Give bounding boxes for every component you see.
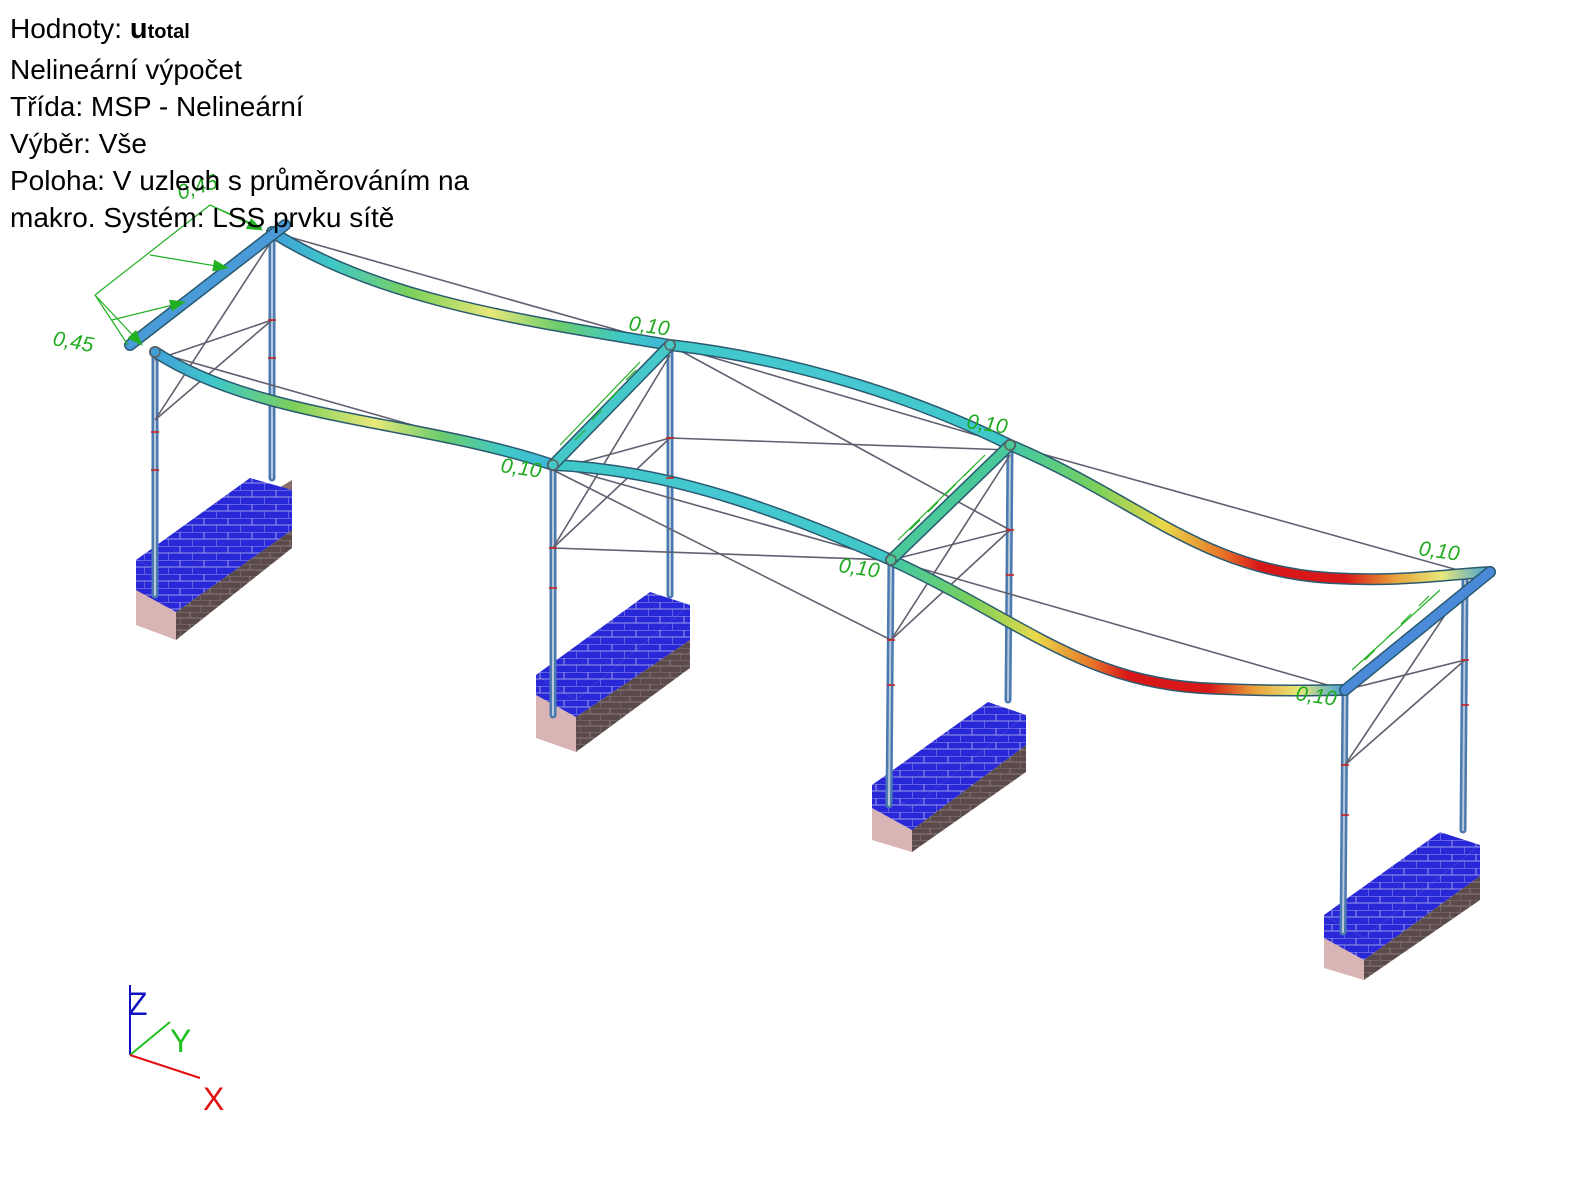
load-values: 0,45 0,45 0,10 0,10 0,10 0,10 0,10 0,10 (51, 170, 1461, 711)
load-label: 0,45 (51, 327, 96, 357)
footing-3 (872, 702, 1026, 852)
axis-z-label: Z (128, 986, 148, 1022)
load-diagrams (94, 204, 1441, 671)
values-line: Hodnoty: utotal (10, 10, 469, 51)
bracing (154, 231, 1466, 766)
load-label: 0,10 (499, 454, 543, 483)
deformed-beams (124, 219, 1496, 697)
location-line: Poloha: V uzlech s průměrováním na (10, 165, 470, 196)
axis-x-label: X (203, 1081, 224, 1117)
load-label: 0,10 (1294, 682, 1338, 711)
footing-4 (1324, 832, 1480, 980)
load-label: 0,10 (1417, 537, 1461, 566)
values-symbol: u (129, 13, 148, 45)
footing-2 (536, 592, 690, 752)
system-line: makro. Systém: LSS prvku sítě (10, 202, 395, 233)
columns (151, 228, 1469, 936)
load-label: 0,10 (965, 410, 1009, 439)
load-label: 0,10 (837, 554, 881, 583)
result-info-panel: Hodnoty: utotal Nelineární výpočet Třída… (10, 10, 469, 236)
node-markers (149, 319, 1469, 816)
footing-1 (136, 478, 292, 640)
values-label: Hodnoty: (10, 13, 130, 44)
class-line: Třída: MSP - Nelineární (10, 91, 304, 122)
axis-y-label: Y (170, 1023, 191, 1059)
analysis-type-line: Nelineární výpočet (10, 54, 242, 85)
selection-line: Výběr: Vše (10, 128, 147, 159)
load-label: 0,10 (627, 312, 671, 341)
values-subscript: total (147, 21, 190, 43)
axis-triad: Z Y X (128, 985, 224, 1117)
